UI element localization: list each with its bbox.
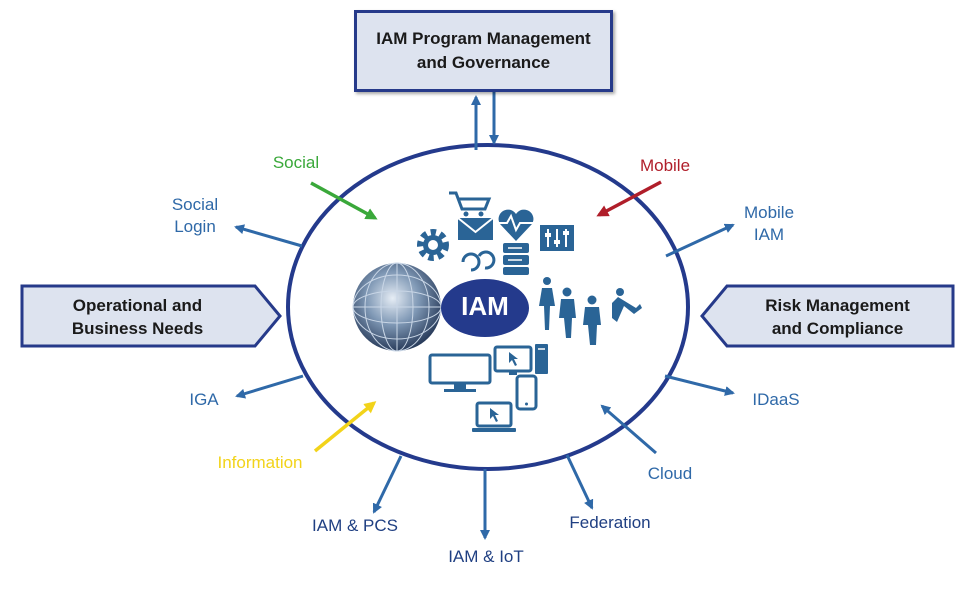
operational-box-line2: Business Needs bbox=[71, 319, 204, 338]
label-mobile-iam-line1: Mobile bbox=[743, 203, 795, 222]
label-federation: Federation bbox=[569, 513, 651, 532]
sliders-icon bbox=[540, 225, 574, 251]
gear-icon bbox=[417, 229, 449, 261]
label-iam-pcs: IAM & PCS bbox=[312, 516, 398, 535]
governance-box: IAM Program Management and Governance bbox=[354, 10, 613, 92]
arrow-social bbox=[310, 181, 378, 220]
arrow-iam-pcs bbox=[372, 455, 403, 514]
governance-box-line2: and Governance bbox=[416, 53, 551, 72]
label-mobile-iam: Mobile IAM bbox=[731, 202, 807, 246]
iam-center-ellipse bbox=[441, 279, 529, 337]
arrow-mobile-iam bbox=[665, 223, 735, 258]
label-iga: IGA bbox=[189, 390, 219, 409]
risk-box-text: Risk Management and Compliance bbox=[730, 294, 945, 340]
label-cloud: Cloud bbox=[647, 464, 693, 483]
label-iam-iot: IAM & IoT bbox=[448, 547, 524, 566]
shopping-cart-icon bbox=[449, 191, 492, 217]
envelope-icon bbox=[457, 217, 494, 240]
arrow-mobile bbox=[596, 180, 662, 217]
laptop-icon bbox=[472, 401, 516, 432]
label-social: Social bbox=[272, 153, 320, 172]
risk-box-line1: Risk Management bbox=[765, 296, 910, 315]
arrow-information bbox=[313, 401, 377, 453]
globe-icon bbox=[352, 262, 442, 352]
iam-center-label: IAM bbox=[461, 291, 509, 321]
right-pointer-box bbox=[700, 284, 955, 348]
arrow-federation bbox=[565, 454, 594, 510]
operational-box-text: Operational and Business Needs bbox=[30, 294, 245, 340]
label-mobile-iam-line2: IAM bbox=[753, 225, 785, 244]
label-social-login-line1: Social bbox=[171, 195, 219, 214]
operational-box-line1: Operational and bbox=[72, 296, 203, 315]
left-pointer-box bbox=[20, 284, 282, 348]
risk-box-line2: and Compliance bbox=[771, 319, 904, 338]
people-icon bbox=[539, 277, 642, 345]
heartbeat-icon bbox=[496, 209, 536, 241]
phone-icon bbox=[515, 374, 538, 411]
label-mobile: Mobile bbox=[639, 156, 691, 175]
label-social-login: Social Login bbox=[160, 194, 230, 238]
desktop-icon bbox=[493, 344, 548, 375]
monitor-icon bbox=[428, 353, 492, 392]
arrow-iga bbox=[235, 374, 304, 399]
label-idaas: IDaaS bbox=[752, 390, 800, 409]
arrow-idaas bbox=[664, 374, 735, 396]
sync-icon bbox=[461, 250, 496, 272]
label-information: Information bbox=[217, 453, 303, 472]
server-icon bbox=[503, 243, 529, 275]
label-social-login-line2: Login bbox=[174, 217, 216, 236]
arrow-cloud bbox=[600, 404, 657, 455]
arrow-social-login bbox=[234, 224, 303, 248]
governance-box-line1: IAM Program Management bbox=[376, 29, 591, 48]
